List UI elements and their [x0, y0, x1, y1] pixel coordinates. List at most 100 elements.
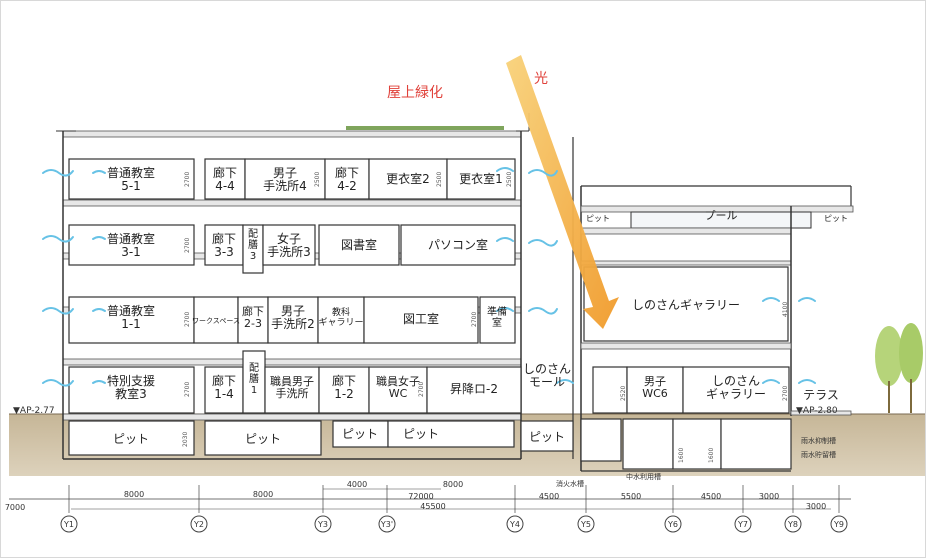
- height-mark: 2700: [782, 386, 789, 401]
- room-label-r2-4: 職員男子手洗所: [270, 375, 314, 400]
- height-mark: 2700: [184, 382, 191, 397]
- dim-4500-b: 4500: [701, 492, 721, 501]
- room-label-r3-7: 準備室: [487, 305, 507, 329]
- pit-row-main: [68, 420, 515, 456]
- dim-8000-c: 8000: [443, 480, 463, 489]
- mall: [520, 137, 574, 459]
- room-label-r3-6: 図工室: [403, 311, 439, 326]
- height-mark: 2700: [471, 312, 478, 327]
- axis-bubble: [830, 515, 848, 533]
- dim-3000-b: 3000: [806, 502, 826, 511]
- rooftop-greening-label: 屋上緑化: [387, 85, 443, 101]
- axis-label: Y4: [509, 520, 520, 529]
- airflow-icons: [42, 167, 816, 387]
- height-mark: 2520: [620, 386, 627, 401]
- room-label-pit5: ピット: [529, 430, 565, 444]
- room-label-r2-7: 昇降ロ-2: [450, 382, 498, 396]
- dim-8000-b: 8000: [253, 490, 273, 499]
- level-right: ▼AP-2.80: [796, 406, 838, 416]
- height-mark: 2700: [418, 382, 425, 397]
- room-label-pit2: ピット: [245, 432, 281, 446]
- height-mark: 2500: [436, 172, 443, 187]
- room-label-r4-4: 女子手洗所3: [267, 231, 311, 259]
- room-label-r3-2: ワークスペース: [192, 317, 240, 325]
- room-label-r5-3: 男子手洗所4: [263, 166, 307, 193]
- height-mark: 2500: [314, 172, 321, 187]
- height-mark: 2030: [182, 432, 189, 447]
- axis-label: Y7: [737, 520, 748, 529]
- dim-4500-a: 4500: [539, 492, 559, 501]
- room-label-mall: しのさんモール: [523, 362, 571, 389]
- fire-tank-label: 消火水槽: [556, 479, 584, 488]
- pit-small-left: ピット: [586, 214, 610, 223]
- rain-storage-label: 雨水貯留槽: [801, 450, 836, 459]
- floor-4: [68, 224, 516, 274]
- floor-2: [68, 350, 522, 414]
- axis-label: Y2: [193, 520, 204, 529]
- room-label-gallery-big: しのさんギャラリー: [632, 298, 740, 312]
- floor-5: [68, 158, 516, 200]
- rooftop-greening-strip: [346, 126, 504, 130]
- dim-45500: 45500: [420, 502, 445, 511]
- dim-4000: 4000: [347, 480, 367, 489]
- axis-bubble: [784, 515, 802, 533]
- height-mark: 2700: [184, 172, 191, 187]
- dim-5500: 5500: [621, 492, 641, 501]
- axis-bubble: [314, 515, 332, 533]
- pit-small-right: ピット: [824, 214, 848, 223]
- room-label-pit4: ピット: [403, 427, 439, 441]
- height-mark: 1600: [708, 448, 715, 463]
- pool-label: プール: [705, 209, 738, 222]
- dim-72000: 72000: [408, 492, 433, 501]
- terrace-label: テラス: [803, 388, 839, 402]
- axis-label: Y8: [787, 520, 798, 529]
- axis-bubble: [734, 515, 752, 533]
- light-label: 光: [534, 71, 548, 87]
- axis-label: Y5: [580, 520, 591, 529]
- axis-bubble: [664, 515, 682, 533]
- room-label-r5-6: 更衣室1: [459, 171, 503, 186]
- room-label-r3-4: 男子手洗所2: [271, 304, 315, 331]
- height-mark: 2700: [184, 312, 191, 327]
- rain-control-label: 雨水抑制槽: [801, 436, 836, 445]
- axis-label: Y6: [667, 520, 678, 529]
- room-label-r3-5: 教科ギャラリー: [318, 306, 363, 328]
- room-label-r4-5: 図書室: [341, 237, 377, 252]
- axis-label: Y3: [317, 520, 328, 529]
- axis-bubble: [60, 515, 78, 533]
- axis-label: Y1: [63, 520, 74, 529]
- reuse-tank-label: 中水利用槽: [626, 472, 661, 481]
- room-label-r2-1: 特別支援教室3: [107, 373, 155, 401]
- tree-icon: [875, 323, 923, 413]
- room-label-pit1: ピット: [113, 432, 149, 446]
- dim-7000: 7000: [5, 503, 25, 512]
- height-mark: 4100: [782, 302, 789, 317]
- room-label-gallery-small: しのさんギャラリー: [706, 374, 766, 401]
- axis-label: Y9: [833, 520, 844, 529]
- axis-bubble: [378, 515, 396, 533]
- room-label-r5-5: 更衣室2: [386, 171, 430, 186]
- room-label-pit3: ピット: [342, 427, 378, 441]
- floor-3: [68, 296, 516, 344]
- height-mark: 2700: [184, 238, 191, 253]
- dim-3000-a: 3000: [759, 492, 779, 501]
- axis-bubble: [506, 515, 524, 533]
- room-label-r4-6: パソコン室: [428, 237, 488, 252]
- axis-bubble: [577, 515, 595, 533]
